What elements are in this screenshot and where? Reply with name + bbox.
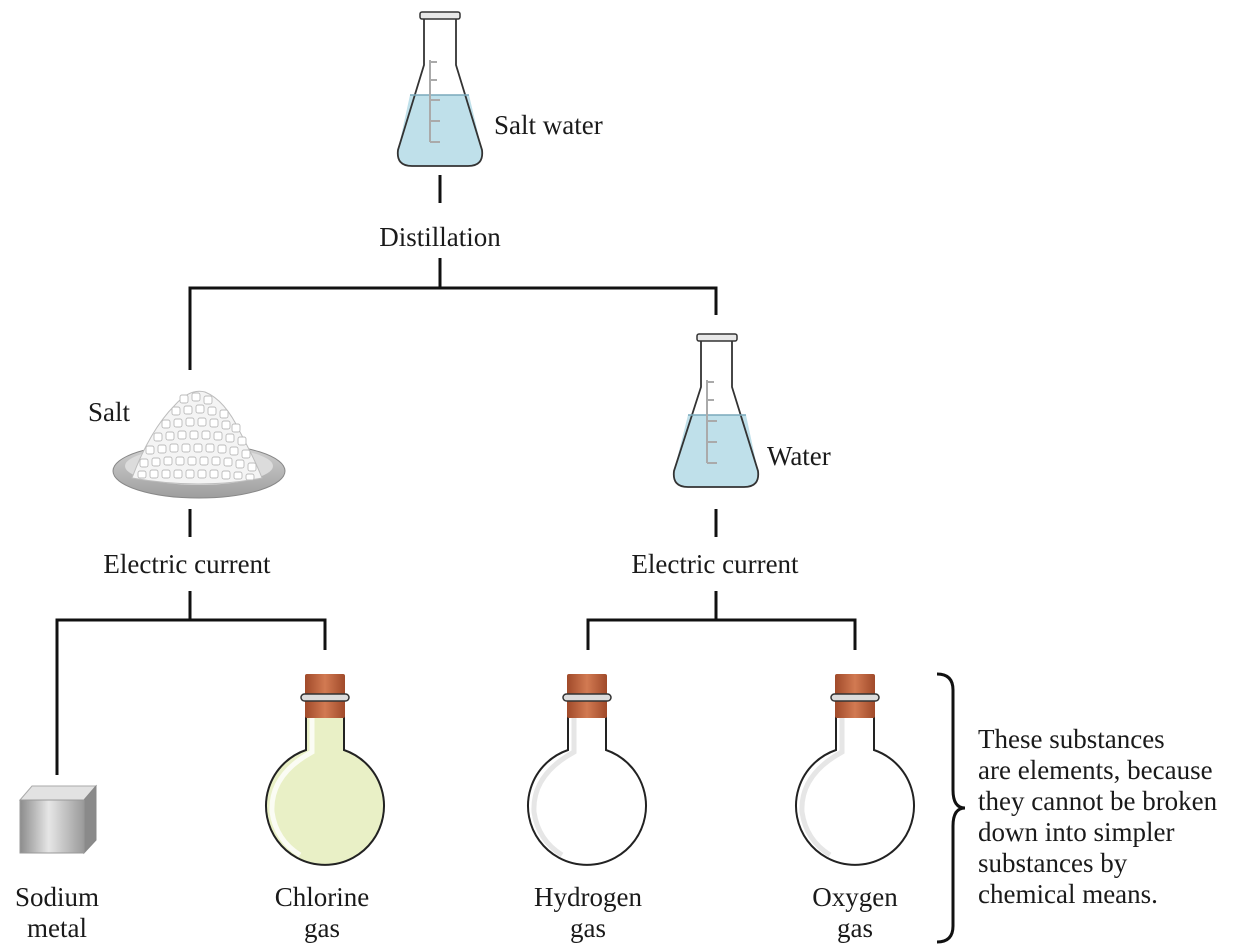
- electric-current-left-label: Electric current: [103, 549, 271, 579]
- water-flask-icon: [672, 333, 760, 488]
- chlorine-flask-icon: [265, 674, 385, 866]
- electric-current-right-label: Electric current: [631, 549, 799, 579]
- connector-lines: [55, 175, 857, 775]
- salt-water-flask-icon: [396, 11, 484, 167]
- distillation-label: Distillation: [379, 222, 501, 252]
- note-line1: These substances: [978, 724, 1165, 754]
- note-line5: substances by: [978, 848, 1128, 878]
- oxygen-label-line1: Oxygen: [812, 882, 898, 912]
- salt-label: Salt: [88, 397, 131, 427]
- sodium-label-line1: Sodium: [15, 882, 99, 912]
- sodium-metal-cube-icon: [18, 784, 98, 855]
- note-line2: are elements, because: [978, 755, 1213, 785]
- salt-plate-icon: [112, 390, 286, 499]
- hydrogen-label-line1: Hydrogen: [534, 882, 642, 912]
- note-line3: they cannot be broken: [978, 786, 1218, 816]
- sodium-label-line2: metal: [27, 913, 87, 943]
- hydrogen-flask-icon: [527, 674, 647, 866]
- water-label: Water: [767, 441, 831, 471]
- oxygen-flask-icon: [795, 674, 915, 866]
- chlorine-label-line2: gas: [304, 913, 340, 943]
- elements-note: These substances are elements, because t…: [978, 724, 1218, 909]
- elements-brace: [936, 672, 966, 944]
- note-line6: chemical means.: [978, 879, 1158, 909]
- salt-water-label: Salt water: [494, 110, 603, 140]
- hydrogen-label-line2: gas: [570, 913, 606, 943]
- oxygen-label-line2: gas: [837, 913, 873, 943]
- chlorine-label-line1: Chlorine: [275, 882, 370, 912]
- note-line4: down into simpler: [978, 817, 1175, 847]
